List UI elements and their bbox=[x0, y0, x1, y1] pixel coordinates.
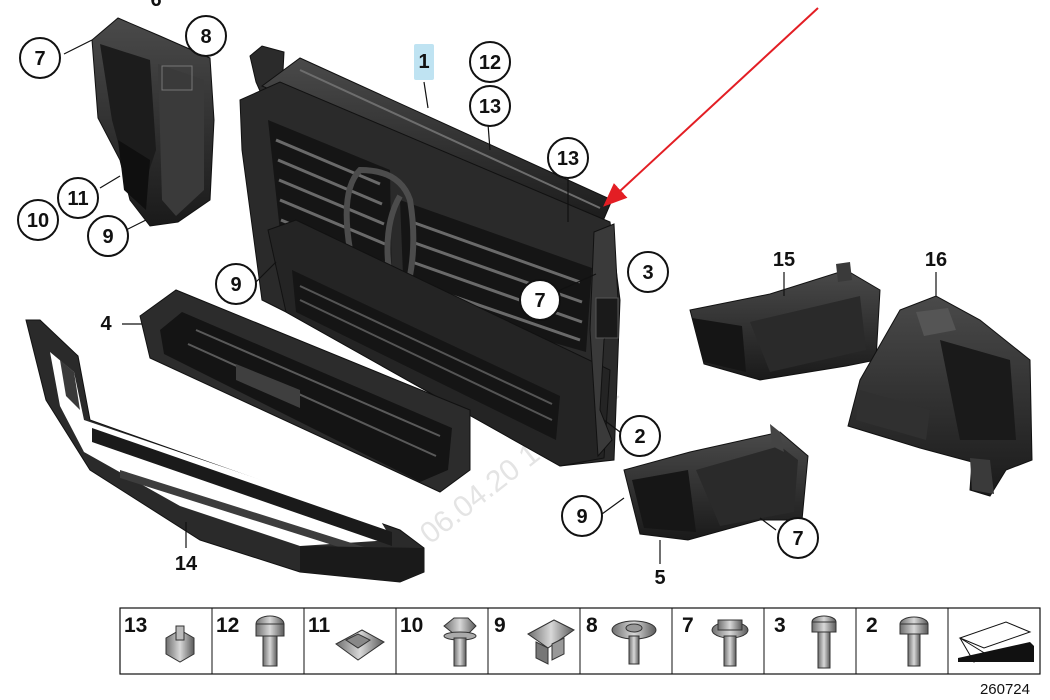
svg-text:7: 7 bbox=[792, 528, 803, 550]
label-4: 4 bbox=[100, 313, 112, 335]
callout-9-center: 9 bbox=[215, 263, 257, 305]
legend-label-12: 12 bbox=[216, 614, 239, 637]
svg-text:2: 2 bbox=[634, 426, 645, 448]
svg-text:3: 3 bbox=[642, 262, 653, 284]
red-arrow-pointer bbox=[603, 7, 819, 207]
svg-text:12: 12 bbox=[479, 52, 501, 74]
part-4-lower-duct bbox=[139, 289, 471, 493]
leader-lines bbox=[63, 39, 937, 564]
callout-8: 8 bbox=[185, 15, 227, 57]
callout-3: 3 bbox=[627, 251, 669, 293]
svg-text:10: 10 bbox=[27, 210, 49, 232]
label-5: 5 bbox=[654, 567, 665, 589]
svg-text:8: 8 bbox=[200, 26, 211, 48]
svg-text:5: 5 bbox=[654, 567, 665, 589]
machine-screw-icon bbox=[811, 615, 837, 669]
label-6: 6 bbox=[150, 0, 161, 11]
callout-12: 12 bbox=[469, 41, 511, 83]
label-16: 16 bbox=[925, 249, 947, 271]
legend-label-8: 8 bbox=[586, 614, 598, 637]
part-5-right-duct bbox=[623, 424, 809, 541]
svg-text:9: 9 bbox=[102, 226, 113, 248]
callout-7-bottom: 7 bbox=[777, 517, 819, 559]
svg-text:9: 9 bbox=[576, 506, 587, 528]
label-14: 14 bbox=[175, 553, 198, 575]
legend-label-9: 9 bbox=[494, 614, 506, 637]
part-14-lower-trim bbox=[25, 319, 425, 583]
part-6-air-duct bbox=[91, 17, 215, 227]
svg-text:4: 4 bbox=[100, 313, 112, 335]
washer-screw-icon bbox=[611, 620, 657, 665]
expanding-rivet-icon bbox=[527, 619, 575, 665]
callout-7-center: 7 bbox=[519, 279, 561, 321]
svg-text:11: 11 bbox=[67, 188, 88, 210]
svg-text:13: 13 bbox=[557, 148, 579, 170]
svg-text:13: 13 bbox=[479, 96, 501, 118]
svg-text:14: 14 bbox=[175, 553, 198, 575]
spring-clip-icon bbox=[335, 629, 385, 661]
pan-head-screw-icon bbox=[899, 616, 929, 667]
legend-label-11: 11 bbox=[308, 614, 331, 637]
callout-9-left: 9 bbox=[87, 215, 129, 257]
legend-label-13: 13 bbox=[124, 614, 147, 637]
fastener-legend: 13 12 11 10 9 bbox=[119, 607, 1041, 675]
svg-text:15: 15 bbox=[773, 249, 795, 271]
legend-label-2: 2 bbox=[866, 614, 878, 637]
torx-screw-icon bbox=[255, 615, 285, 667]
legend-label-7: 7 bbox=[682, 614, 694, 637]
label-15: 15 bbox=[773, 249, 795, 271]
part-15-right-upper-duct bbox=[689, 262, 881, 381]
legend-label-3: 3 bbox=[774, 614, 786, 637]
flange-screw-icon bbox=[711, 619, 749, 667]
legend-label-10: 10 bbox=[400, 614, 423, 637]
callout-10: 10 bbox=[17, 199, 59, 241]
hex-bolt-icon bbox=[443, 617, 477, 667]
callout-13-top: 13 bbox=[469, 85, 511, 127]
callout-7-top-left: 7 bbox=[19, 37, 61, 79]
callout-2: 2 bbox=[619, 415, 661, 457]
label-1-highlighted: 1 bbox=[414, 44, 434, 80]
svg-text:16: 16 bbox=[925, 249, 947, 271]
svg-text:1: 1 bbox=[418, 51, 429, 73]
callout-9-right: 9 bbox=[561, 495, 603, 537]
svg-text:9: 9 bbox=[230, 274, 241, 296]
svg-text:6: 6 bbox=[150, 0, 161, 11]
part-16-far-right-duct bbox=[847, 295, 1033, 497]
front-direction-arrow-icon bbox=[958, 621, 1034, 663]
diagram-id: 260724 bbox=[980, 681, 1030, 698]
svg-text:7: 7 bbox=[34, 48, 45, 70]
callout-13-right: 13 bbox=[547, 137, 589, 179]
clip-nut-icon bbox=[165, 625, 195, 663]
callout-11: 11 bbox=[57, 177, 99, 219]
svg-text:7: 7 bbox=[534, 290, 545, 312]
